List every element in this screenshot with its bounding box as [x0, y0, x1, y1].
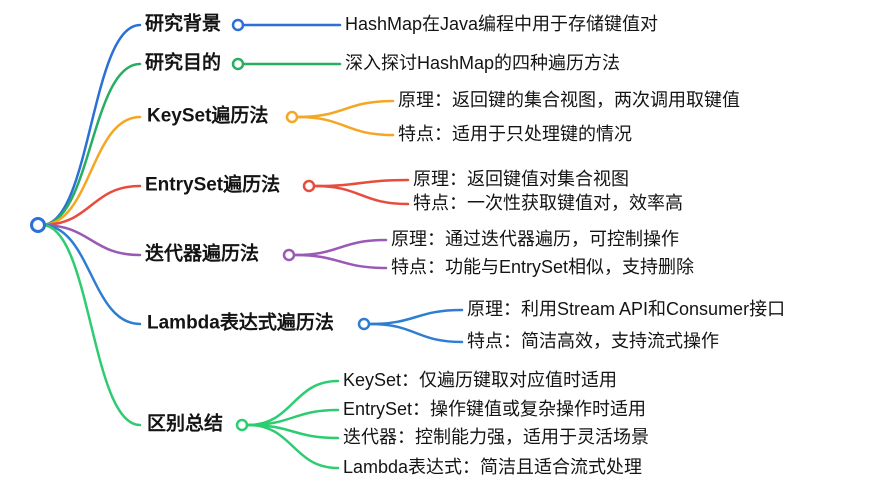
leaf-background-detail: HashMap在Java编程中用于存储键值对	[345, 14, 659, 35]
leaf-summary-lambda: Lambda表达式：简洁且适合流式处理	[343, 457, 643, 478]
branch-label-entryset[interactable]: EntrySet遍历法	[145, 174, 281, 196]
link-root-lambda	[40, 223, 142, 326]
leaf-summary-keyset: KeySet：仅遍历键取对应值时适用	[343, 370, 618, 391]
branch-label-keyset[interactable]: KeySet遍历法	[147, 105, 269, 127]
link-root-entryset	[40, 184, 142, 227]
link-keyset-leaf2	[296, 115, 395, 137]
leaf-summary-entryset: EntrySet：操作键值或复杂操作时适用	[343, 399, 647, 420]
leaf-iterator-feature: 特点：功能与EntrySet相似，支持删除	[391, 257, 695, 278]
link-root-keyset	[40, 115, 142, 227]
leaf-summary-iterator: 迭代器：控制能力强，适用于灵活场景	[343, 427, 649, 448]
link-keyset-leaf1	[296, 99, 395, 119]
keyset-node-circle[interactable]	[285, 110, 299, 124]
root-node-circle[interactable]	[30, 217, 46, 233]
link-summary-leaf4	[246, 423, 340, 470]
leaf-lambda-feature: 特点：简洁高效，支持流式操作	[467, 331, 719, 352]
leaf-keyset-principle: 原理：返回键的集合视图，两次调用取键值	[398, 90, 740, 111]
link-entryset-leaf2	[313, 184, 410, 206]
link-entryset-leaf1	[313, 178, 410, 188]
branch-label-summary[interactable]: 区别总结	[147, 413, 224, 435]
leaf-keyset-feature: 特点：适用于只处理键的情况	[398, 124, 632, 145]
link-root-research-purpose	[40, 62, 142, 227]
leaf-entryset-principle: 原理：返回键值对集合视图	[413, 169, 629, 190]
link-root-research-background	[40, 23, 142, 227]
link-iterator-leaf1	[293, 238, 388, 257]
leaf-lambda-principle: 原理：利用Stream API和Consumer接口	[467, 299, 786, 320]
link-lambda-leaf2	[368, 322, 464, 344]
lambda-node-circle[interactable]	[357, 317, 371, 331]
link-lambda-leaf1	[368, 308, 464, 326]
branch-label-research-background[interactable]: 研究背景	[145, 13, 222, 35]
branch-label-iterator[interactable]: 迭代器遍历法	[145, 243, 260, 265]
research-background-node-circle[interactable]	[231, 18, 245, 32]
leaf-purpose-detail: 深入探讨HashMap的四种遍历方法	[345, 53, 621, 74]
link-root-summary	[40, 223, 142, 427]
branch-label-lambda[interactable]: Lambda表达式遍历法	[147, 312, 334, 334]
research-purpose-node-circle[interactable]	[231, 57, 245, 71]
link-iterator-leaf2	[293, 253, 388, 270]
leaf-entryset-feature: 特点：一次性获取键值对，效率高	[413, 193, 683, 214]
summary-node-circle[interactable]	[235, 418, 249, 432]
iterator-node-circle[interactable]	[282, 248, 296, 262]
leaf-iterator-principle: 原理：通过迭代器遍历，可控制操作	[391, 229, 679, 250]
branch-label-research-purpose[interactable]: 研究目的	[145, 52, 222, 74]
link-root-iterator	[40, 223, 142, 257]
entryset-node-circle[interactable]	[302, 179, 316, 193]
